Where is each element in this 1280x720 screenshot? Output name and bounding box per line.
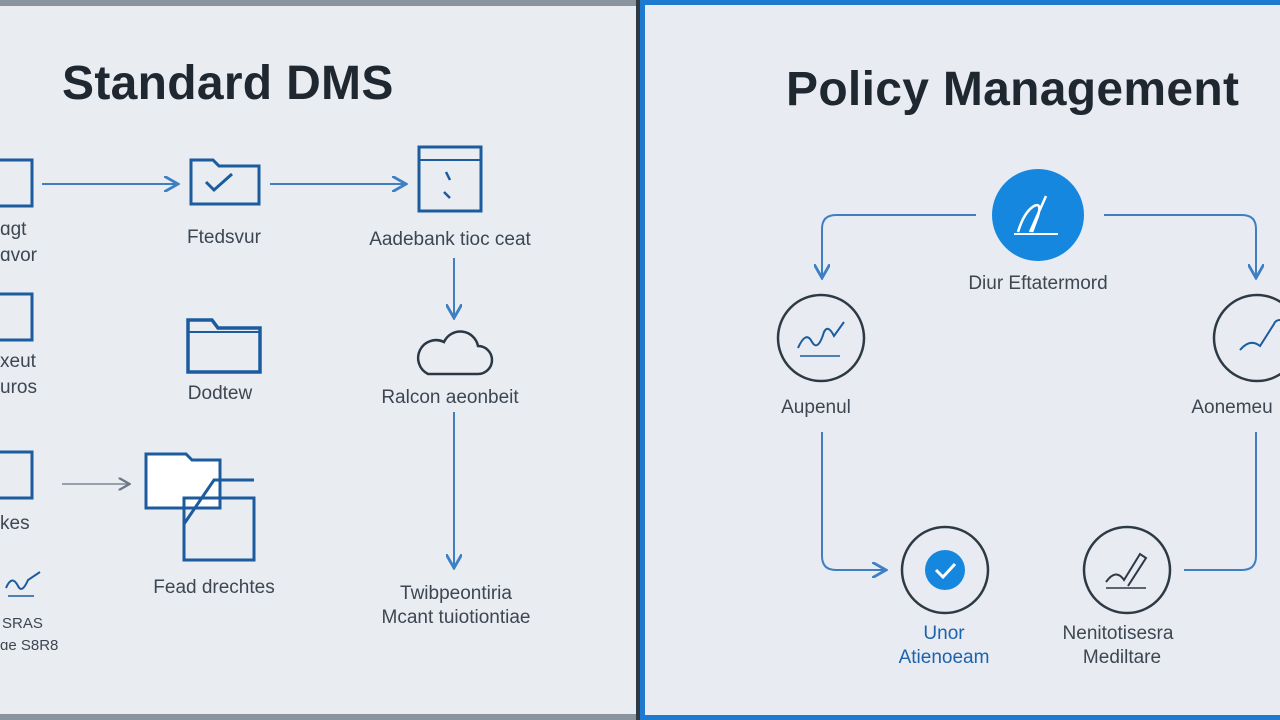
- folder-check-icon: [189, 158, 261, 206]
- edge-label-1a: ɑgt: [0, 219, 27, 240]
- node-label-4: Ralcon aeonbeit: [381, 387, 519, 408]
- cycle-label-bottom-right-b: Mediltare: [1082, 647, 1162, 668]
- standard-dms-title: Standard DMS: [62, 57, 394, 110]
- cycle-label-bottom-right-a: Nenitotisesra: [1062, 623, 1174, 644]
- node-label-2: Aadebank tioc ceat: [369, 229, 531, 250]
- node-label-1: Ftedsvur: [187, 227, 261, 248]
- edge-label-2b: uros: [0, 377, 37, 398]
- standard-dms-panel: [0, 0, 638, 720]
- node-label-5: Fead drechtes: [153, 577, 275, 598]
- policy-management-title: Policy Management: [786, 63, 1240, 116]
- panel-divider: [636, 0, 640, 720]
- document-icon: [0, 292, 34, 342]
- cycle-label-top: Diur Eftatermord: [968, 273, 1108, 294]
- cycle-connector-top-right: [1104, 214, 1256, 276]
- cycle-label-left: Aupenul: [781, 397, 851, 418]
- edge-label-2a: xeut: [0, 351, 36, 372]
- signature-icon: [776, 293, 866, 383]
- signature-icon: [5, 571, 41, 597]
- pen-icon: [992, 169, 1084, 261]
- cycle-connector-left-bottom: [821, 432, 884, 570]
- cycle-label-right: Aonemeu: [1191, 397, 1273, 418]
- document-icon: [0, 450, 34, 500]
- signature-icon: [1212, 293, 1280, 383]
- edge-label-4a: SRAS: [2, 615, 43, 632]
- node-label-6b: Mcant tuiotiontiae: [381, 607, 531, 628]
- cycle-connector-top-left: [822, 214, 976, 276]
- edge-label-3: kes: [0, 513, 30, 534]
- calendar-icon: [417, 145, 483, 213]
- edge-label-1b: ɑvor: [0, 245, 37, 266]
- check-icon: [900, 525, 990, 615]
- node-label-6a: Twibpeontiria: [400, 583, 512, 604]
- folder-icon: [186, 318, 262, 374]
- cycle-label-bottom-left-a: Unor: [923, 623, 965, 644]
- cloud-icon: [416, 330, 494, 376]
- folder-stack-icon: [144, 452, 256, 562]
- cycle-connector-right-bottom: [1184, 432, 1257, 571]
- edge-label-4b: ɑe S8R8: [0, 637, 59, 654]
- cycle-label-bottom-left-b: Atienoeam: [898, 647, 990, 668]
- document-icon: [0, 158, 34, 208]
- node-label-3: Dodtew: [187, 383, 253, 404]
- pen-icon: [1082, 525, 1172, 615]
- policy-management-panel: [640, 0, 1280, 720]
